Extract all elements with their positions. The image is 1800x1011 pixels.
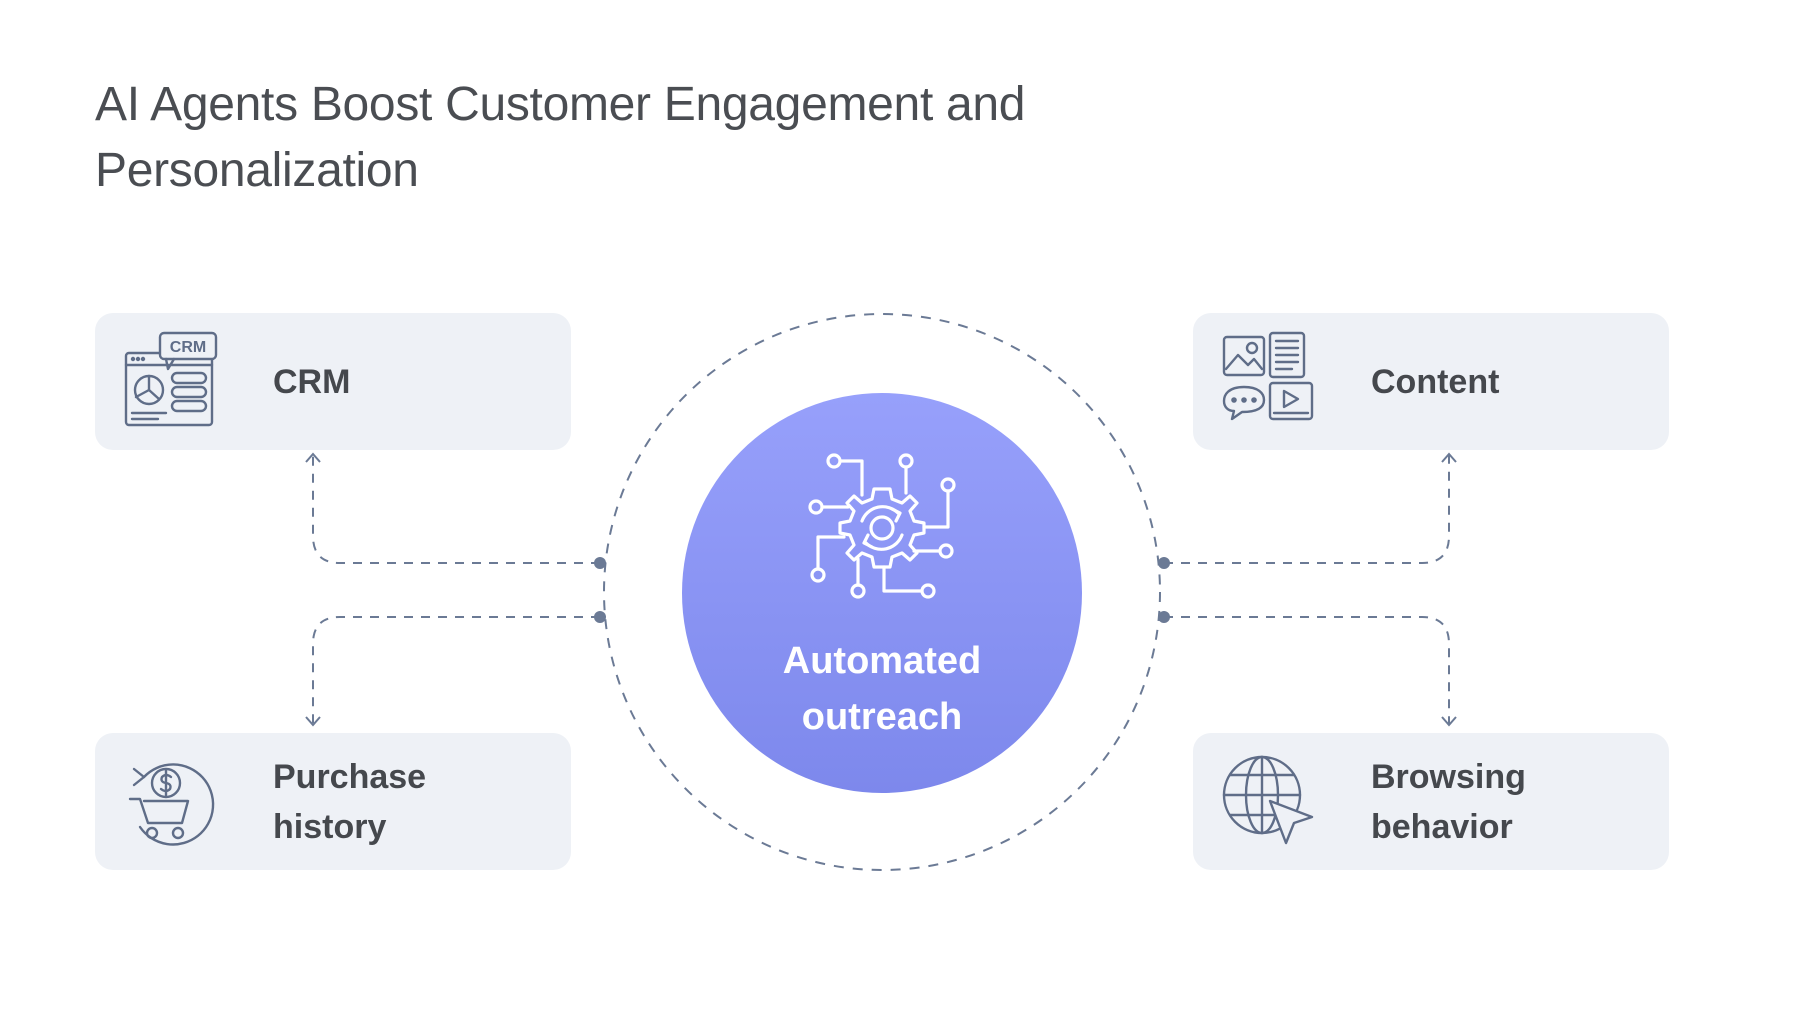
outer-dashed-ring — [603, 313, 1161, 871]
connector-content — [1164, 455, 1450, 564]
globe-cursor-icon — [1222, 755, 1314, 845]
connector-dot-crm — [594, 557, 606, 569]
node-content-label: Content — [1371, 362, 1500, 401]
arrowhead-browsing — [1441, 716, 1457, 727]
svg-text:CRM: CRM — [170, 339, 206, 356]
node-content-card: Content — [1193, 313, 1669, 450]
connector-dot-content — [1158, 557, 1170, 569]
arrowhead-crm — [305, 452, 321, 463]
crm-dashboard-icon: CRM — [124, 331, 218, 427]
connector-dot-browsing — [1158, 611, 1170, 623]
node-purchase-label: Purchase history — [273, 757, 427, 846]
page-title: AI Agents Boost Customer Engagement and … — [95, 78, 1026, 197]
arrowhead-purchase — [305, 716, 321, 727]
cart-dollar-icon — [128, 763, 215, 846]
arrowhead-content — [1441, 452, 1457, 463]
connector-purchase — [312, 616, 600, 724]
connector-crm — [312, 455, 600, 564]
node-crm-card: CRM CRM — [95, 313, 571, 450]
center-node-label: Automated outreach — [782, 640, 982, 738]
center-node: Automated outreach — [682, 393, 1082, 793]
content-media-icon — [1222, 331, 1314, 421]
node-browsing-card: Browsing behavior — [1193, 733, 1669, 870]
node-purchase-card: Purchase history — [95, 733, 571, 870]
gear-circuit-icon — [808, 453, 956, 599]
connector-browsing — [1164, 616, 1450, 724]
node-crm-label: CRM — [273, 362, 351, 401]
node-browsing-label: Browsing behavior — [1371, 757, 1526, 846]
connector-dot-purchase — [594, 611, 606, 623]
